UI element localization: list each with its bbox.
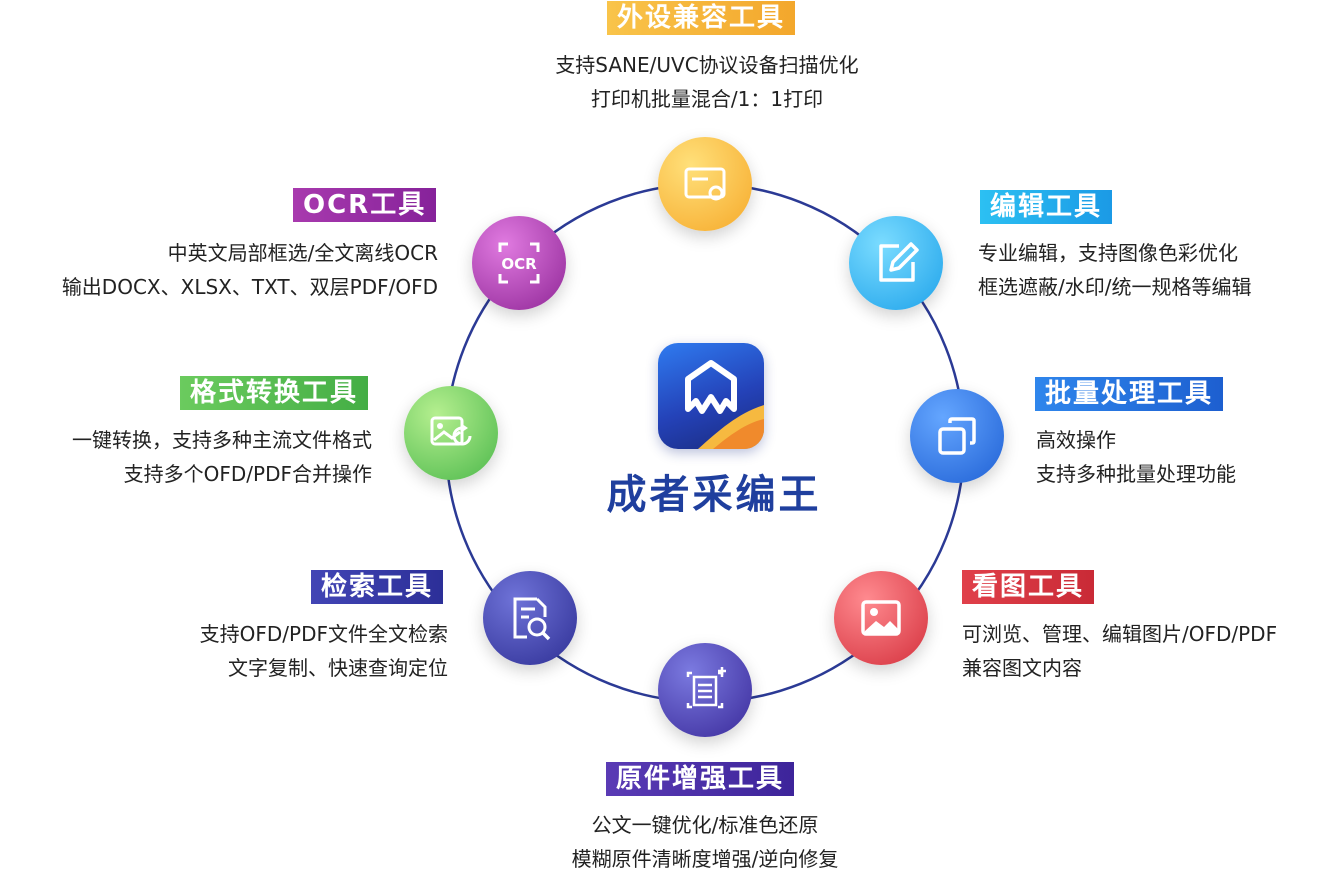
scanner-gear-icon: [684, 167, 726, 201]
search-tool-title: 检索工具: [311, 570, 444, 604]
batch-tool-title: 批量处理工具: [1035, 377, 1224, 411]
peripheral-tool-title: 外设兼容工具: [607, 1, 796, 35]
search-tool-node[interactable]: [483, 571, 577, 665]
enhance-tool-desc: 公文一键优化/标准色还原 模糊原件清晰度增强/逆向修复: [571, 813, 839, 871]
document-enhance-icon: [686, 667, 726, 709]
ocr-tool-desc: 中英文局部框选/全文离线OCR 输出DOCX、XLSX、TXT、双层PDF/OF…: [61, 241, 438, 299]
peripheral-tool-node[interactable]: [658, 137, 752, 231]
ocr-tool-node[interactable]: OCR: [472, 216, 566, 310]
search-tool-desc: 支持OFD/PDF文件全文检索 文字复制、快速查询定位: [199, 622, 448, 680]
edit-tool-desc: 专业编辑，支持图像色彩优化 框选遮蔽/水印/统一规格等编辑: [978, 241, 1252, 299]
convert-tool-title: 格式转换工具: [180, 376, 369, 410]
edit-tool-title: 编辑工具: [980, 190, 1113, 224]
batch-tool-desc: 高效操作 支持多种批量处理功能: [1036, 428, 1236, 486]
viewer-tool-desc: 可浏览、管理、编辑图片/OFD/PDF 兼容图文内容: [962, 622, 1278, 680]
edit-pen-icon: [879, 242, 919, 282]
enhance-tool-title: 原件增强工具: [606, 762, 795, 796]
document-search-icon: [513, 597, 551, 641]
convert-tool-desc: 一键转换，支持多种主流文件格式 支持多个OFD/PDF合并操作: [72, 428, 372, 486]
ocr-icon-text: OCR: [501, 255, 537, 273]
batch-tool-node[interactable]: [910, 389, 1004, 483]
app-logo: [658, 343, 764, 449]
edit-tool-node[interactable]: [849, 216, 943, 310]
image-convert-icon: [430, 416, 472, 446]
viewer-tool-title: 看图工具: [962, 570, 1095, 604]
peripheral-tool-desc: 支持SANE/UVC协议设备扫描优化 打印机批量混合/1：1打印: [555, 53, 859, 111]
ocr-icon: OCR: [498, 242, 540, 284]
app-title: 成者采编王: [606, 472, 822, 518]
ocr-tool-title: OCR工具: [293, 188, 437, 222]
enhance-tool-node[interactable]: [658, 643, 752, 737]
convert-tool-node[interactable]: [404, 386, 498, 480]
stack-copy-icon: [938, 417, 976, 455]
viewer-tool-node[interactable]: [834, 571, 928, 665]
image-picture-icon: [861, 600, 901, 636]
